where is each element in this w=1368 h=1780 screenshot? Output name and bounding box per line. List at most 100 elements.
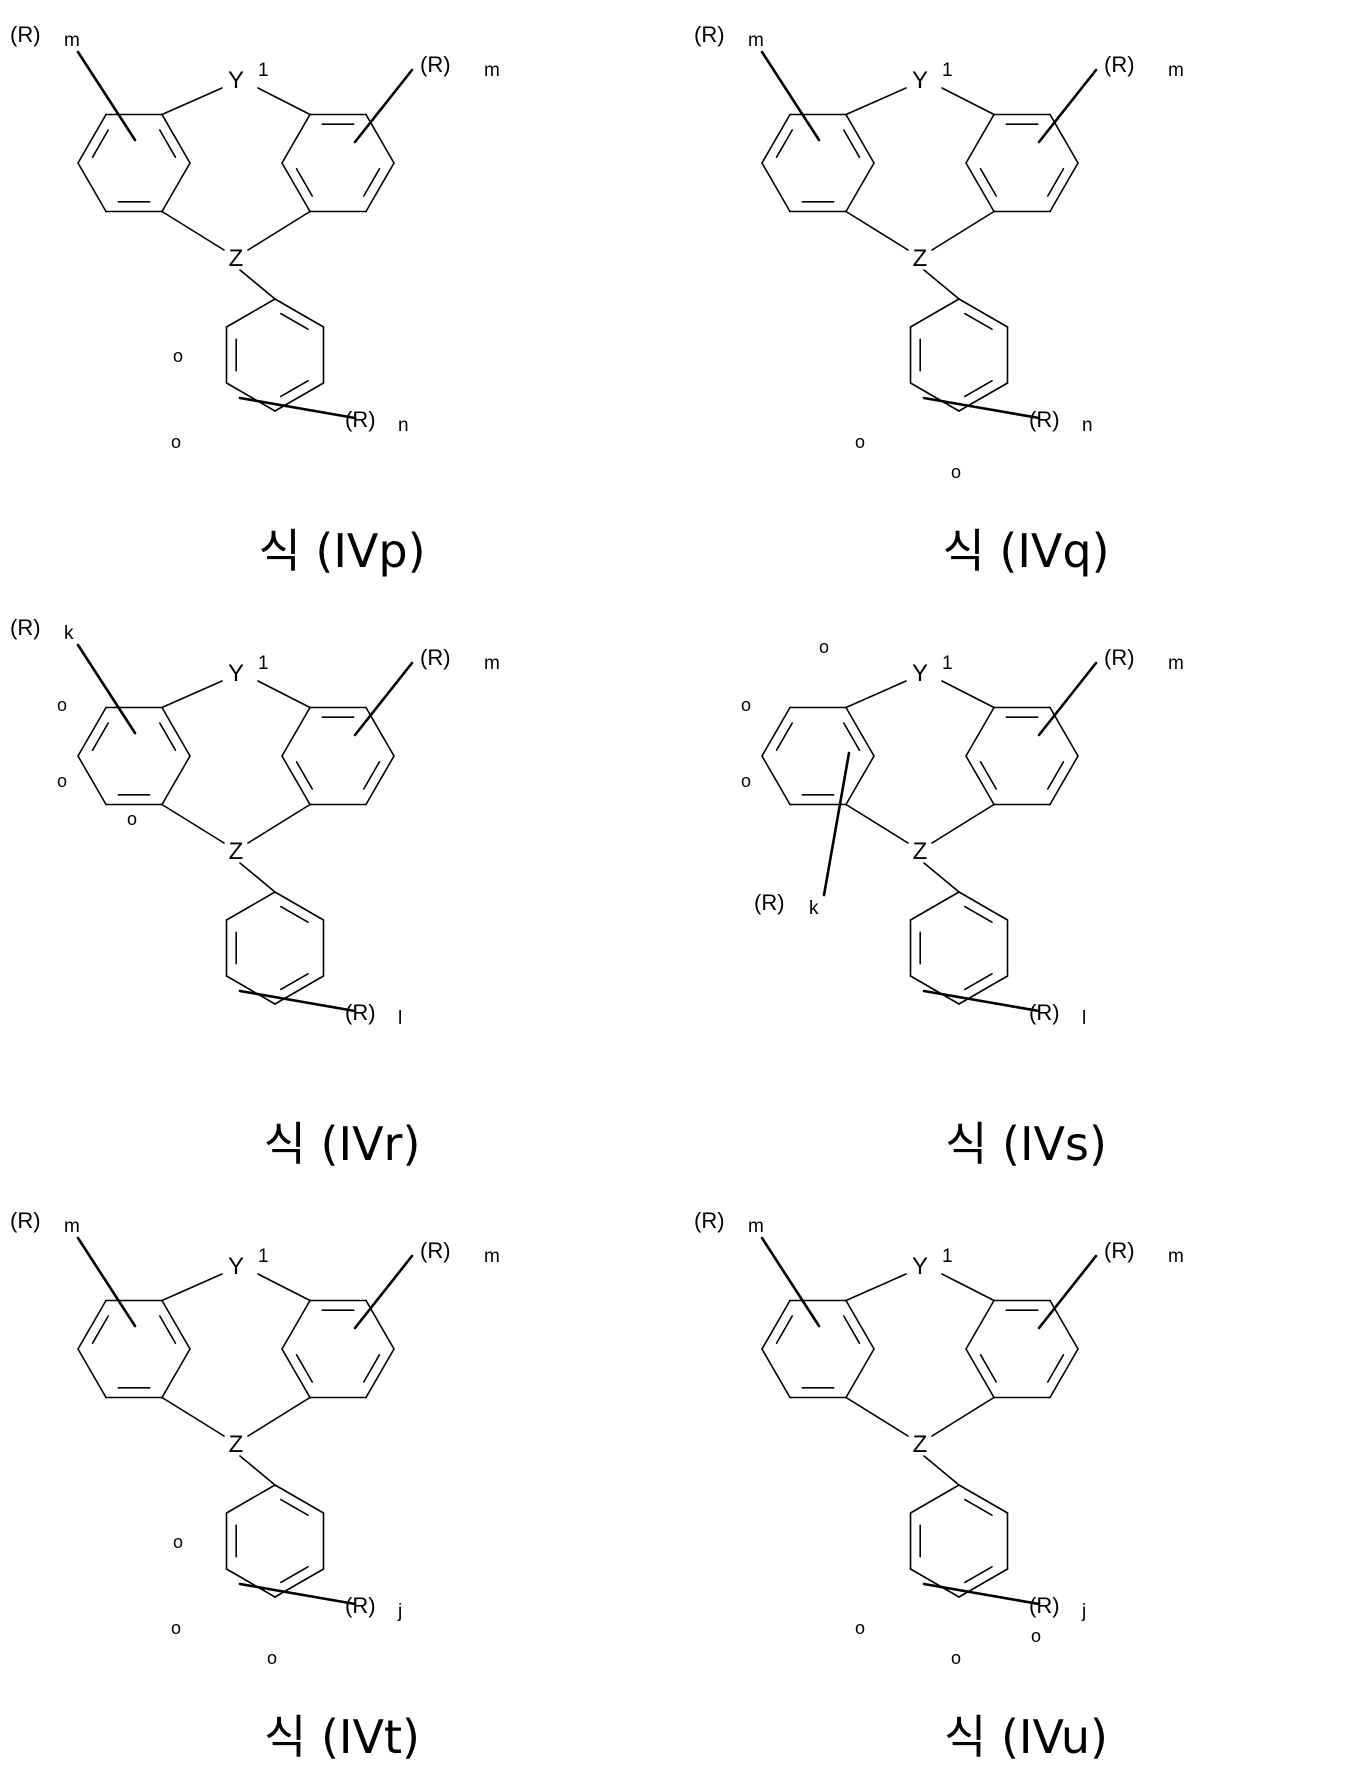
formula-IVs: Y1Z(R)k(R)m(R)looo식 (IVs) (684, 593, 1368, 1186)
bond-ring-to-z (846, 1397, 908, 1436)
single-bond (846, 163, 874, 211)
substituent-bond (355, 1256, 412, 1328)
substituent-label: (R) (1104, 645, 1135, 670)
single-bond (911, 299, 959, 327)
bond-z-to-ring (248, 211, 310, 250)
substituent-label: (R) (1029, 1593, 1060, 1618)
bond-ring-to-y (846, 1274, 906, 1301)
substituent-index: m (484, 60, 500, 81)
ortho-marker: o (855, 432, 865, 452)
substituent-label: (R) (10, 22, 41, 47)
substituent-bond (1039, 663, 1096, 735)
substituent-bond (924, 991, 1039, 1011)
atom-z: Z (229, 1431, 244, 1458)
single-bond (762, 1301, 790, 1349)
substituent-label: (R) (420, 645, 451, 670)
substituent-label: (R) (1104, 1238, 1135, 1263)
single-bond (959, 383, 1007, 411)
substituent-bond (1039, 1256, 1096, 1328)
substituent-phenyl: (R)n (924, 398, 1093, 436)
bond-ring-to-y (162, 88, 222, 115)
substituent-bond (762, 1238, 819, 1326)
single-bond (78, 1349, 106, 1397)
single-bond (959, 299, 1007, 327)
phenyl-ring (227, 299, 324, 411)
substituent-left: (R)m (694, 1208, 819, 1326)
bond-z-to-ring (932, 1397, 994, 1436)
single-bond (762, 163, 790, 211)
right-benzene-ring (966, 115, 1078, 212)
substituent-index: m (1168, 1246, 1184, 1267)
substituent-right: (R)m (355, 52, 500, 142)
bond-z-to-ring (932, 804, 994, 843)
substituent-index: j (1081, 1601, 1086, 1622)
substituent-bond (355, 70, 412, 142)
formula-IVt: Y1Z(R)m(R)m(R)jooo식 (IVt) (0, 1186, 684, 1779)
substituent-label: (R) (1029, 1000, 1060, 1025)
bond-ring-to-y (162, 1274, 222, 1301)
single-bond (227, 299, 275, 327)
formula-caption: 식 (IVs) (684, 1121, 1368, 1167)
single-bond (911, 976, 959, 1004)
atom-y-superscript: 1 (942, 1246, 953, 1267)
formula-caption: 식 (IVt) (0, 1714, 684, 1760)
substituent-label: (R) (420, 1238, 451, 1263)
formula-caption: 식 (IVu) (684, 1714, 1368, 1760)
ortho-marker: o (819, 637, 829, 657)
single-bond (911, 1569, 959, 1597)
single-bond (78, 115, 106, 163)
structure-drawing: Y1Z(R)m(R)m(R)jooo (684, 1186, 1368, 1716)
atom-y: Y (912, 1253, 928, 1280)
phenyl-ring (911, 1485, 1008, 1597)
bond-ring-to-z (162, 804, 224, 843)
single-bond (227, 1569, 275, 1597)
substituent-phenyl: (R)n (240, 398, 409, 436)
structure-drawing: Y1Z(R)k(R)m(R)looo (684, 593, 1368, 1123)
single-bond (162, 115, 190, 163)
single-bond (78, 163, 106, 211)
bond-ring-to-z (162, 211, 224, 250)
substituent-label: (R) (694, 22, 725, 47)
single-bond (162, 756, 190, 804)
bond-y-to-ring (942, 1274, 994, 1301)
bond-z-to-ring (248, 804, 310, 843)
formula-IVp: Y1Z(R)m(R)m(R)noo식 (IVp) (0, 0, 684, 593)
phenyl-ring (911, 892, 1008, 1004)
substituent-right: (R)m (1039, 52, 1184, 142)
single-bond (911, 892, 959, 920)
substituent-bond (824, 753, 849, 895)
substituent-index: m (64, 30, 80, 51)
single-bond (762, 115, 790, 163)
substituent-bond (78, 1238, 135, 1326)
single-bond (966, 163, 994, 211)
single-bond (227, 976, 275, 1004)
single-bond (966, 1349, 994, 1397)
ortho-marker: o (741, 695, 751, 715)
substituent-bond (355, 663, 412, 735)
single-bond (162, 163, 190, 211)
atom-y: Y (912, 67, 928, 94)
substituent-right: (R)m (355, 1238, 500, 1328)
atom-y: Y (228, 660, 244, 687)
single-bond (162, 1301, 190, 1349)
atom-z: Z (913, 245, 928, 272)
bond-ring-to-y (846, 681, 906, 708)
substituent-phenyl: (R) j (924, 1584, 1086, 1622)
ortho-marker: o (1031, 1626, 1041, 1646)
bond-y-to-ring (258, 1274, 310, 1301)
single-bond (227, 892, 275, 920)
ortho-marker: o (173, 346, 183, 366)
bond-y-to-ring (942, 681, 994, 708)
single-bond (846, 1301, 874, 1349)
substituent-bond (78, 645, 135, 733)
substituent-index: m (748, 1216, 764, 1237)
single-bond (282, 756, 310, 804)
single-bond (78, 1301, 106, 1349)
bond-ring-to-z (162, 1397, 224, 1436)
substituent-label: (R) (754, 890, 785, 915)
single-bond (762, 1349, 790, 1397)
substituent-label: (R) (345, 407, 376, 432)
formula-IVr: Y1Z(R)k(R)m(R)looo식 (IVr) (0, 593, 684, 1186)
left-benzene-ring (762, 708, 874, 805)
